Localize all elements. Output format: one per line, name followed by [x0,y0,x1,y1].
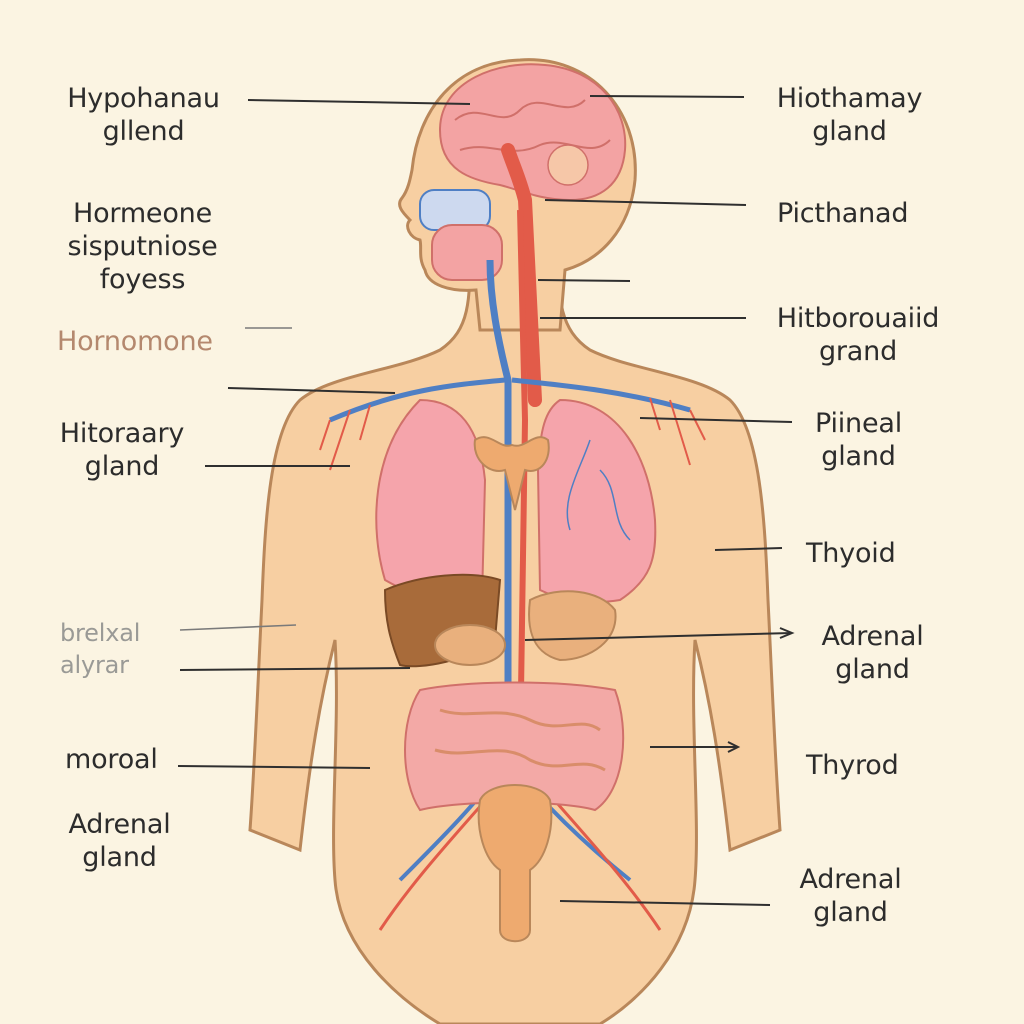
head-interior [419,143,542,407]
label-hormeone-sisputniose: Hormeone sisputniose foyess [67,198,218,295]
label-hypohanau-gland: Hypohanau gllend [67,83,220,147]
thyroid [473,436,550,511]
brain [438,63,627,202]
label-moroal: moroal [65,744,158,775]
stomach [528,590,617,662]
intestines [404,681,625,812]
abdomen-organs [383,573,617,668]
label-hornomone: Hornomone [57,326,213,357]
torso-outline [248,248,782,1024]
label-piineal-gland: Piineal gland [814,408,903,472]
pineal-body [547,144,589,186]
label-adrenal-gland-left: Adrenal gland [68,809,171,873]
label-hitborouaiid-grand: Hitborouaiid grand [776,303,940,367]
vessels [319,209,706,931]
label-hitoraary-gland: Hitoraary gland [59,418,185,482]
label-hiothamay-gland: Hiothamay gland [776,83,923,147]
label-adrenal-gland-right-2: Adrenal gland [799,864,902,928]
leader-lines [177,95,795,906]
pelvic-organs [477,784,553,943]
label-picthanad: Picthanad [777,198,909,229]
label-thyrod: Thyrod [806,750,899,781]
label-thyoid: Thyoid [806,538,896,569]
label-brelxal-alyrar: brelxal alyrar [60,619,141,679]
label-adrenal-gland-right-1: Adrenal gland [821,621,924,685]
